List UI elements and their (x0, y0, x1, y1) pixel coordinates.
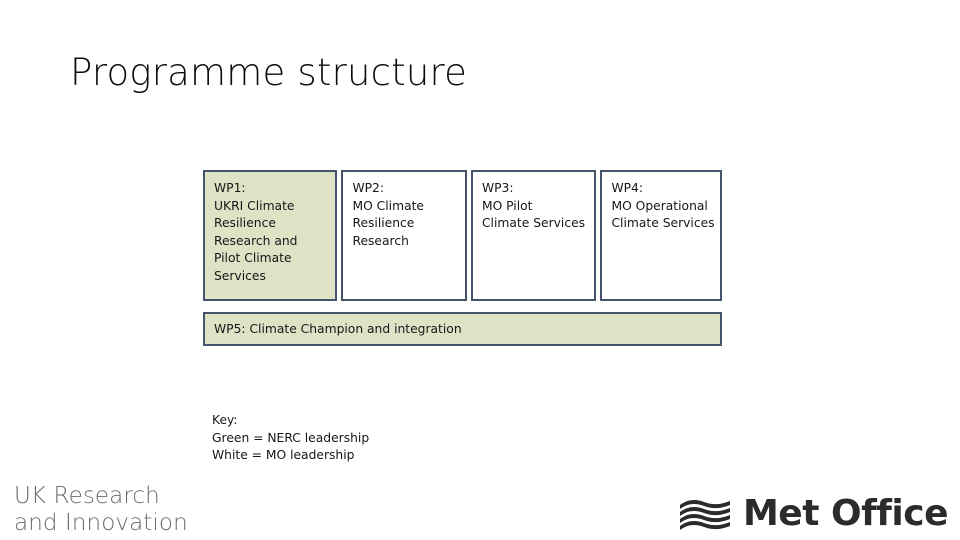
wp3-line-2: MO Pilot (481, 198, 533, 213)
workpackage-box-wp1: WP1: UKRI Climate Resilience Research an… (203, 170, 338, 301)
wp3-line-1: WP3: (481, 181, 514, 195)
wp1-line-5: Pilot Climate (214, 251, 292, 266)
wp5-label: WP5: Climate Champion and integration (214, 322, 462, 336)
wp1-line-3: Resilience (214, 216, 276, 231)
key-line-green: Green = NERC leadership (212, 430, 370, 445)
wp2-line-4: Research (352, 233, 409, 248)
workpackage-box-wp3: WP3: MO Pilot Climate Services (470, 170, 597, 301)
workpackage-box-wp2: WP2: MO Climate Resilience Research (341, 170, 467, 301)
programme-structure-diagram: WP1: UKRI Climate Resilience Research an… (203, 170, 722, 346)
wp1-line-1: WP1: (214, 181, 246, 195)
met-office-logo: Met Office (678, 493, 949, 534)
wp1-line-4: Research and (214, 233, 298, 248)
wp2-line-3: Resilience (352, 216, 415, 231)
workpackage-row: WP1: UKRI Climate Resilience Research an… (203, 170, 722, 301)
met-office-wordmark: Met Office (742, 493, 949, 534)
wp4-line-2: MO Operational (611, 198, 708, 213)
ukri-logo-line-2: and Innovation (14, 510, 188, 536)
ukri-logo-line-1: UK Research (14, 483, 160, 509)
wp2-line-2: MO Climate (352, 198, 424, 213)
met-office-waves-icon (679, 499, 730, 530)
wp1-line-6: Services (214, 268, 266, 283)
wp2-line-1: WP2: (352, 181, 385, 195)
key-title: Key: (212, 413, 238, 427)
page-title: Programme structure (70, 51, 468, 94)
wp1-line-2: UKRI Climate (214, 198, 295, 213)
wp3-line-3: Climate Services (481, 216, 586, 231)
workpackage-box-wp4: WP4: MO Operational Climate Services (600, 170, 722, 301)
wp4-line-3: Climate Services (611, 216, 715, 231)
workpackage-box-wp5: WP5: Climate Champion and integration (203, 312, 722, 346)
diagram-key: Key: Green = NERC leadership White = MO … (212, 412, 369, 465)
ukri-logo: UK Research and Innovation (14, 483, 188, 537)
key-line-white: White = MO leadership (212, 448, 355, 463)
wp4-line-1: WP4: (611, 181, 644, 195)
